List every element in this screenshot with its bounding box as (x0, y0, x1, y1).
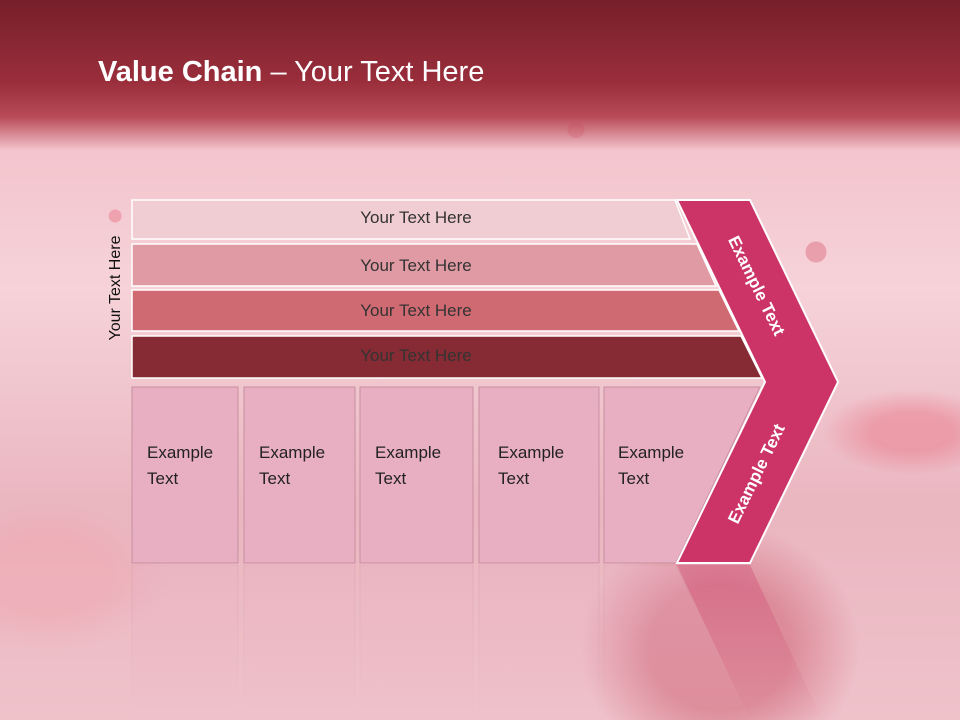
page-title: Value Chain – Your Text Here (98, 56, 484, 89)
box-5-line2: Text (618, 469, 650, 488)
box-3-line2: Text (375, 469, 407, 488)
title-rest: – Your Text Here (262, 56, 485, 88)
activity-box-2[interactable] (243, 386, 356, 564)
box-5-text: Example Text (618, 440, 684, 492)
row-3-shape[interactable] (131, 289, 741, 332)
row-4-label: Your Text Here (360, 346, 472, 365)
row-1-shape[interactable] (131, 199, 692, 240)
row-3-label: Your Text Here (360, 301, 472, 320)
title-bar (0, 0, 960, 150)
activity-box-1[interactable] (131, 386, 239, 564)
row-1-label: Your Text Here (360, 208, 472, 227)
margin-chevron[interactable] (675, 199, 840, 564)
box-5-line1: Example (618, 443, 685, 462)
box-4-line2: Text (498, 469, 530, 488)
activity-box-4[interactable] (478, 386, 600, 564)
box-1-line2: Text (147, 469, 179, 488)
box-3-line1: Example (375, 443, 442, 462)
box-2-line2: Text (259, 469, 291, 488)
row-2-shape[interactable] (131, 243, 718, 287)
activity-box-3[interactable] (359, 386, 474, 564)
box-2-text: Example Text (259, 440, 325, 492)
box-2-line1: Example (259, 443, 326, 462)
box-4-text: Example Text (498, 440, 564, 492)
title-bold: Value Chain (98, 56, 263, 88)
box-4-line1: Example (498, 443, 565, 462)
box-1-line1: Example (147, 443, 214, 462)
row-2-label: Your Text Here (360, 256, 472, 275)
box-1-text: Example Text (147, 440, 213, 492)
box-3-text: Example Text (375, 440, 441, 492)
